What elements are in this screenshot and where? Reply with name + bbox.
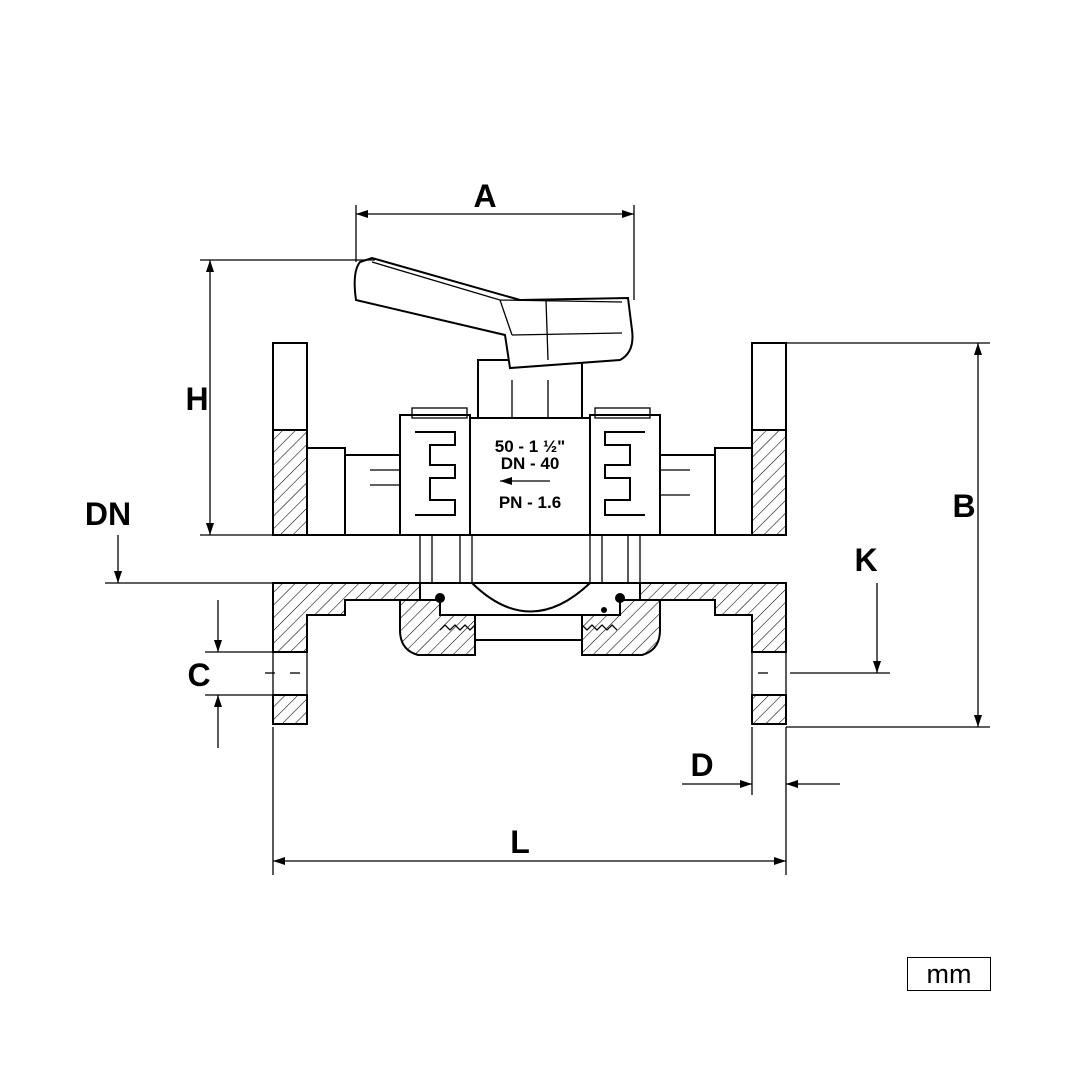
unit-label: mm [907,957,991,991]
handle-stem [477,359,583,419]
dimension-a-label: A [473,178,496,214]
valve-body [272,342,787,725]
left-pipe-stub [306,447,346,536]
left-flange-section-lower [272,582,421,653]
ball [471,582,591,613]
right-flange [751,342,787,431]
dimension-h-label: H [185,381,208,417]
right-pipe-stub [714,447,753,536]
handle-lever [353,256,634,370]
valve-dn-marking: DN - 40 [501,454,560,473]
right-flange-foot [751,694,787,725]
dimension-k-label: K [854,542,877,578]
valve-size-marking: 50 - 1 ½" [495,437,565,456]
handle [353,256,634,419]
lower-body-right [581,599,661,656]
left-union-nut-ribs [415,431,456,516]
right-flange-section-upper [751,429,787,536]
right-o-ring [615,593,625,603]
dimension-b-label: B [952,488,975,524]
left-flange [272,342,308,431]
valve-pn-marking: PN - 1.6 [499,493,561,512]
dimension-dn-label: DN [85,496,131,532]
dimension-d-label: D [690,747,713,783]
dimension-l-label: L [510,824,530,860]
dimensions: A H DN B K C D [85,178,990,875]
right-union-nut-ribs [604,431,645,516]
left-o-ring [435,593,445,603]
dimension-c-label: C [187,657,210,693]
left-flange-foot [272,694,308,725]
valve-markings: 50 - 1 ½" DN - 40 PN - 1.6 [495,437,565,512]
lower-body-left [399,599,476,656]
left-flange-section-upper [272,429,308,536]
right-flange-section-lower [639,582,787,653]
